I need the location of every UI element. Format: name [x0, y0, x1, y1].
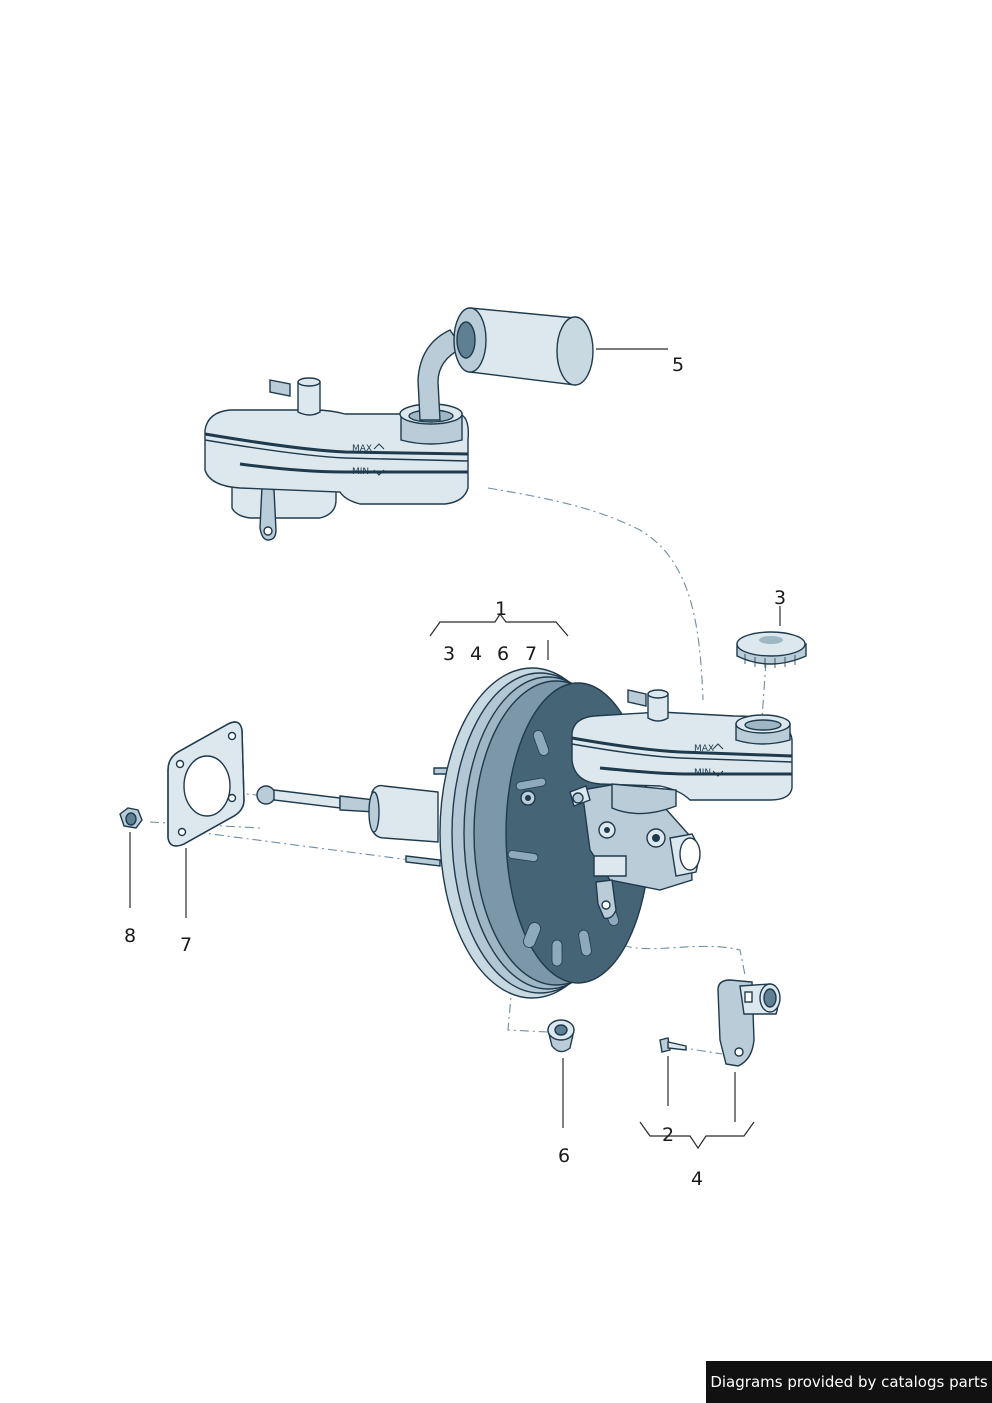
callout-1-sub-6: 6 — [497, 643, 509, 665]
reservoir-lower: MAX MIN — [571, 689, 793, 815]
callout-1-sub-7: 7 — [525, 643, 537, 665]
leader-lines — [129, 348, 781, 1150]
callout-1-sub-3: 3 — [443, 643, 455, 665]
callout-2: 2 — [662, 1124, 674, 1146]
reservoir-lower-max-label: MAX — [694, 744, 714, 754]
nut-part-8 — [119, 807, 143, 829]
callout-5: 5 — [672, 354, 684, 376]
callout-labels: 5 1 3 4 6 7 3 8 7 6 2 4 — [124, 354, 786, 1190]
reservoir-upper-max-label: MAX — [352, 444, 372, 454]
callout-7: 7 — [180, 934, 192, 956]
callout-3: 3 — [774, 587, 786, 609]
cap-part-3 — [736, 631, 807, 668]
gasket-part-7 — [167, 721, 245, 847]
assembly-guide-lines — [149, 487, 767, 1055]
screw-part-2 — [659, 1037, 687, 1053]
sensor-part-4 — [717, 979, 781, 1067]
credit-text: Diagrams provided by catalogs parts — [710, 1373, 988, 1391]
reservoir-lower-min-label: MIN — [694, 768, 711, 778]
callout-1: 1 — [495, 598, 507, 620]
credit-banner: Diagrams provided by catalogs parts — [706, 1361, 992, 1403]
reservoir-upper: MAX MIN — [204, 307, 594, 541]
grommet-part-6 — [547, 1019, 575, 1053]
callout-1-sub-4: 4 — [470, 643, 482, 665]
callout-6: 6 — [558, 1145, 570, 1167]
reservoir-upper-min-label: MIN — [352, 467, 369, 477]
callout-8: 8 — [124, 925, 136, 947]
callout-4: 4 — [691, 1168, 703, 1190]
